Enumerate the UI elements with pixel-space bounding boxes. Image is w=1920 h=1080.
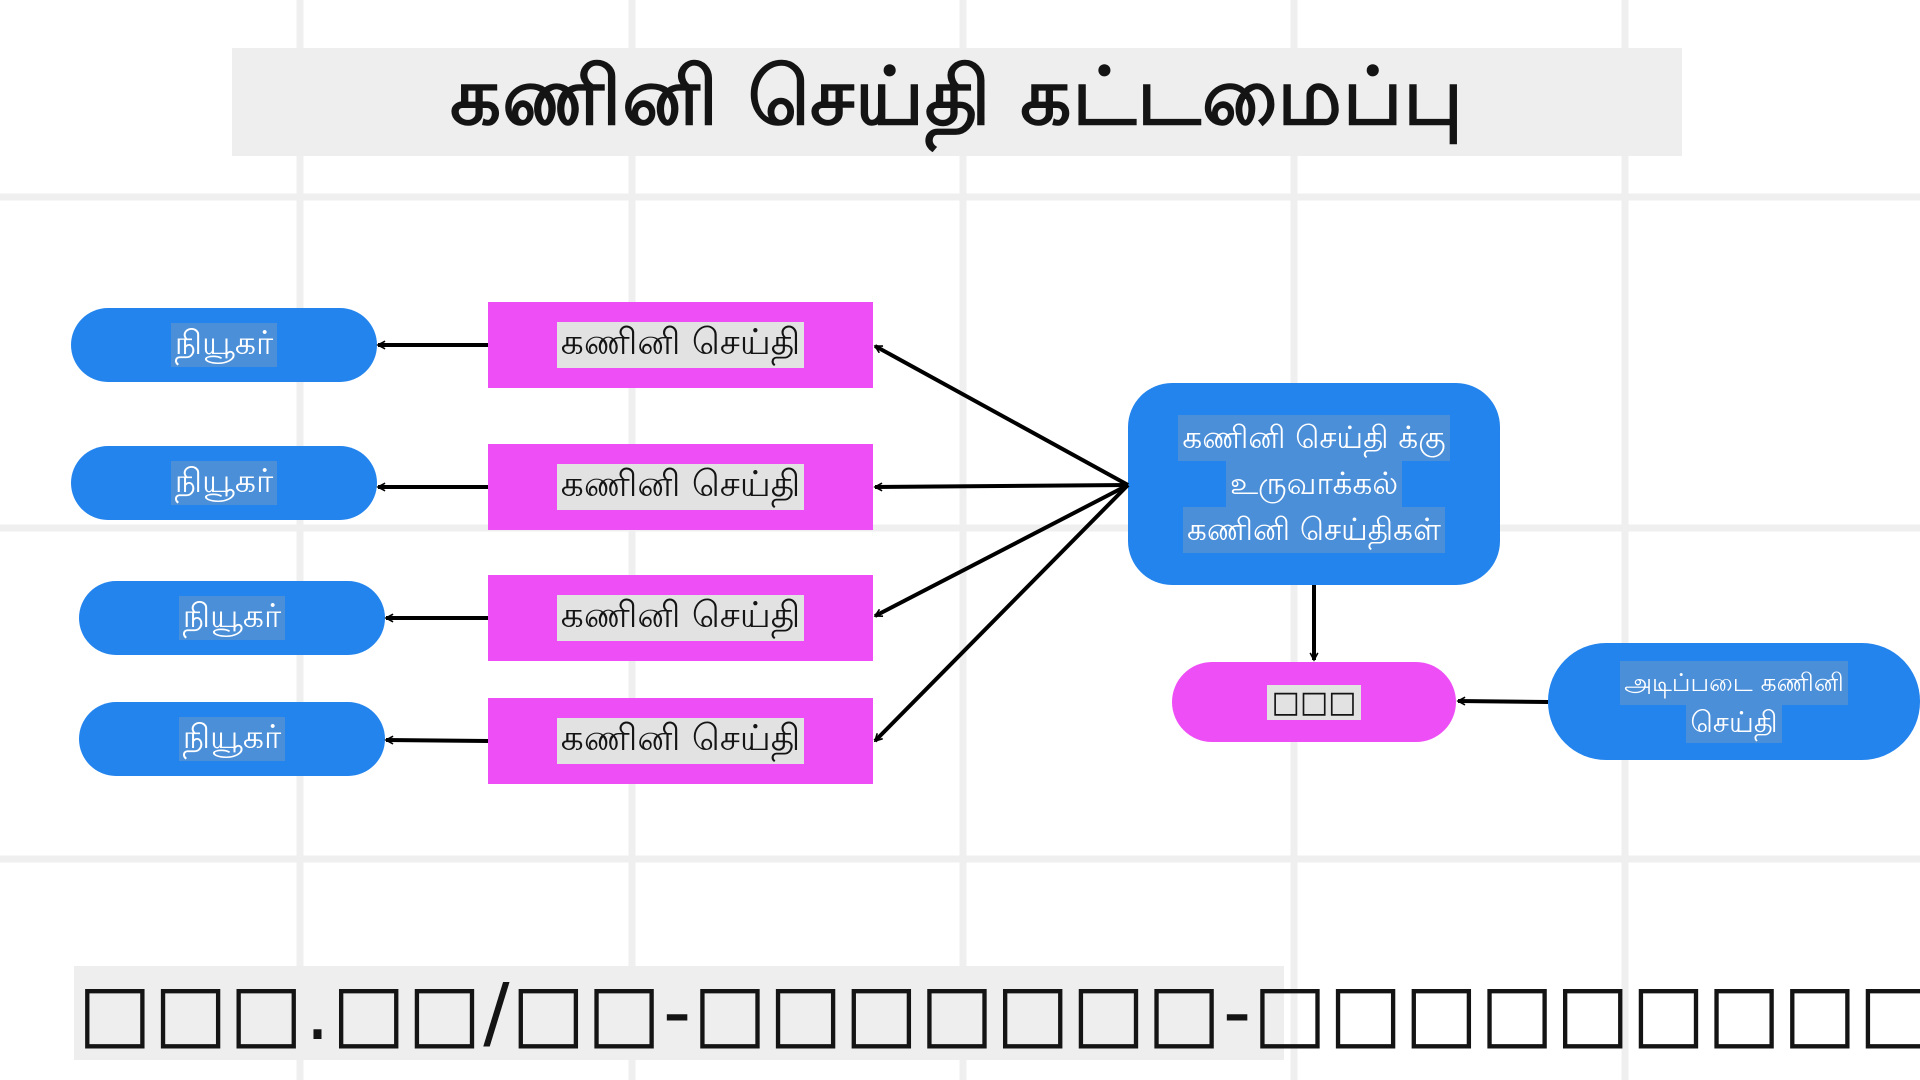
user-label: நியூகர் — [170, 323, 278, 367]
cache-label: □□□ — [1267, 684, 1361, 720]
cache-node[interactable]: □□□ — [1172, 662, 1456, 742]
generator-line-1: கணினி செய்தி க்கு — [1178, 415, 1450, 461]
user-label: நியூகர் — [178, 717, 286, 761]
footer-banner: □□□.□□/□□-□□□□□□□-□□□□□□□□□ — [74, 966, 1920, 1060]
news-label: கணினி செய்தி — [556, 718, 805, 764]
base-news-node[interactable]: அடிப்படை கணினி செய்தி — [1548, 643, 1920, 760]
news-label: கணினி செய்தி — [556, 595, 805, 641]
news-generator-node[interactable]: கணினி செய்தி க்கு உருவாக்கல் கணினி செய்த… — [1128, 383, 1500, 585]
footer-text: □□□.□□/□□-□□□□□□□-□□□□□□□□□ — [78, 968, 1920, 1058]
news-node[interactable]: கணினி செய்தி — [488, 575, 873, 661]
user-node[interactable]: நியூகர் — [71, 308, 377, 382]
user-node[interactable]: நியூகர் — [71, 446, 377, 520]
news-node[interactable]: கணினி செய்தி — [488, 444, 873, 530]
user-label: நியூகர் — [178, 596, 286, 640]
base-line-1: அடிப்படை கணினி — [1620, 660, 1848, 705]
news-label: கணினி செய்தி — [556, 464, 805, 510]
generator-line-3: கணினி செய்திகள் — [1183, 507, 1445, 553]
page-title: கணினி செய்தி கட்டமைப்பு — [450, 50, 1464, 143]
user-node[interactable]: நியூகர் — [79, 581, 385, 655]
news-node[interactable]: கணினி செய்தி — [488, 302, 873, 388]
title-banner: கணினி செய்தி கட்டமைப்பு — [232, 48, 1682, 156]
generator-line-2: உருவாக்கல் — [1225, 461, 1403, 507]
user-node[interactable]: நியூகர் — [79, 702, 385, 776]
news-node[interactable]: கணினி செய்தி — [488, 698, 873, 784]
news-label: கணினி செய்தி — [556, 322, 805, 368]
user-label: நியூகர் — [170, 461, 278, 505]
base-line-2: செய்தி — [1686, 704, 1782, 743]
